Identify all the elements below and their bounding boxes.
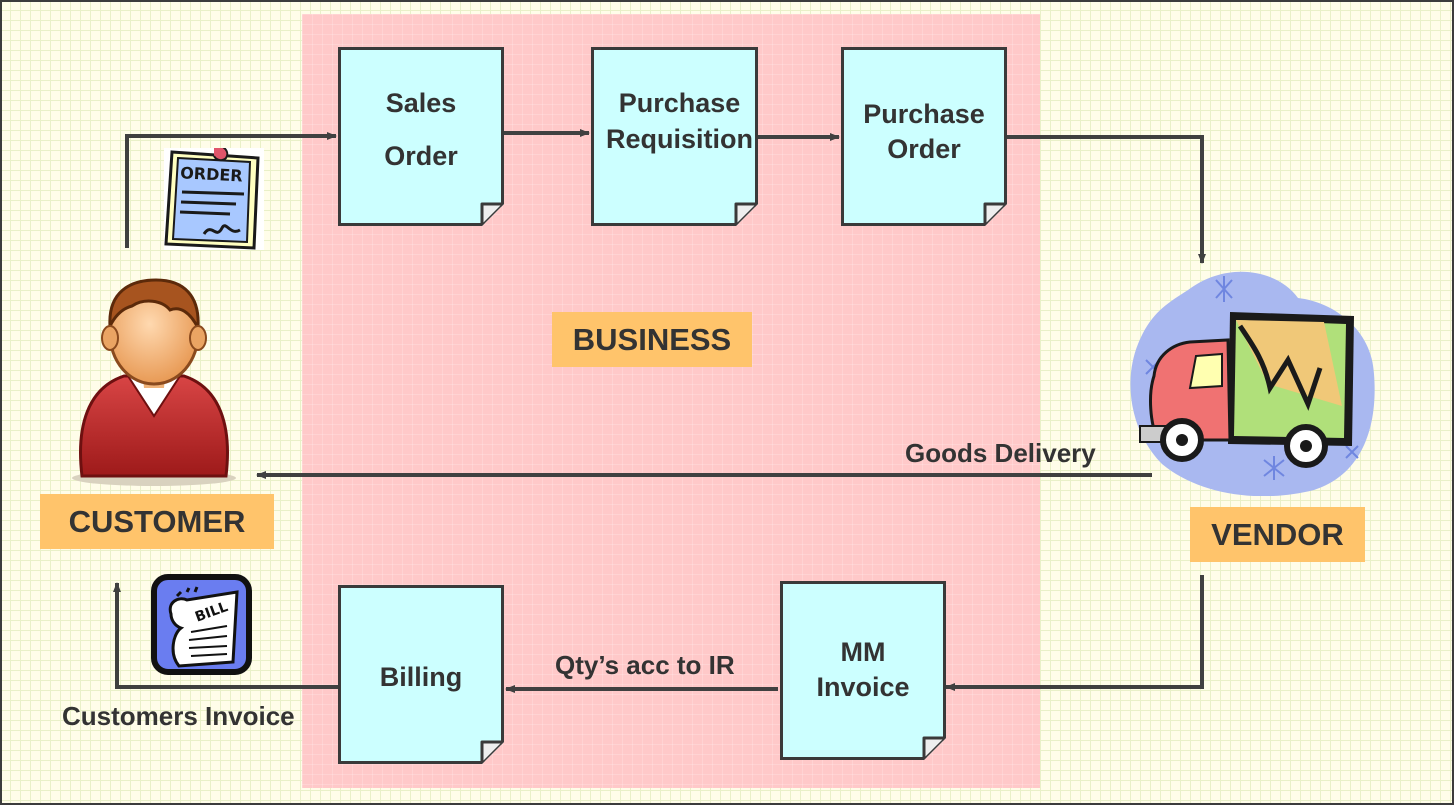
order-icon-text: ORDER bbox=[180, 163, 243, 185]
vendor-tag: VENDOR bbox=[1190, 507, 1365, 562]
connector-customer-to-sales-order bbox=[125, 132, 337, 248]
customers-invoice-label: Customers Invoice bbox=[62, 701, 295, 731]
connector-purchase-order-to-vendor bbox=[1005, 135, 1206, 264]
connector-vendor-to-mm-invoice bbox=[945, 575, 1204, 691]
qty-acc-ir-label: Qty’s acc to IR bbox=[555, 650, 735, 680]
connector-billing-to-customer bbox=[113, 582, 338, 689]
page-fold-icon bbox=[921, 735, 946, 760]
customer-tag: CUSTOMER bbox=[40, 494, 274, 549]
sales-order-label-line2: Order bbox=[384, 141, 458, 171]
purchase-order-label-line2: Order bbox=[887, 134, 961, 164]
purchase-requisition-document: Purchase Requisition bbox=[591, 47, 758, 226]
page-fold-icon bbox=[479, 739, 504, 764]
sales-order-document: Sales Order bbox=[338, 47, 504, 226]
mm-invoice-document: MM Invoice bbox=[780, 581, 946, 760]
purchase-order-label-line1: Purchase bbox=[863, 99, 985, 129]
page-fold-icon bbox=[479, 201, 504, 226]
delivery-truck-icon bbox=[1130, 271, 1375, 496]
goods-delivery-label: Goods Delivery bbox=[905, 438, 1096, 468]
billing-document: Billing bbox=[338, 585, 504, 764]
purchase-requisition-label-line2: Requisition bbox=[606, 124, 753, 154]
purchase-requisition-label-line1: Purchase bbox=[618, 88, 741, 118]
business-tag: BUSINESS bbox=[552, 312, 752, 367]
page-fold-icon bbox=[982, 201, 1007, 226]
mm-invoice-label-line2: Invoice bbox=[816, 672, 910, 702]
customer-person-icon bbox=[72, 278, 236, 486]
bill-document-icon: BILL bbox=[151, 574, 252, 675]
page-fold-icon bbox=[733, 201, 758, 226]
sales-order-label-line1: Sales bbox=[385, 88, 457, 118]
billing-label: Billing bbox=[379, 662, 463, 692]
order-document-icon: ORDER bbox=[164, 148, 264, 250]
mm-invoice-label-line1: MM bbox=[840, 637, 886, 667]
purchase-order-document: Purchase Order bbox=[841, 47, 1007, 226]
